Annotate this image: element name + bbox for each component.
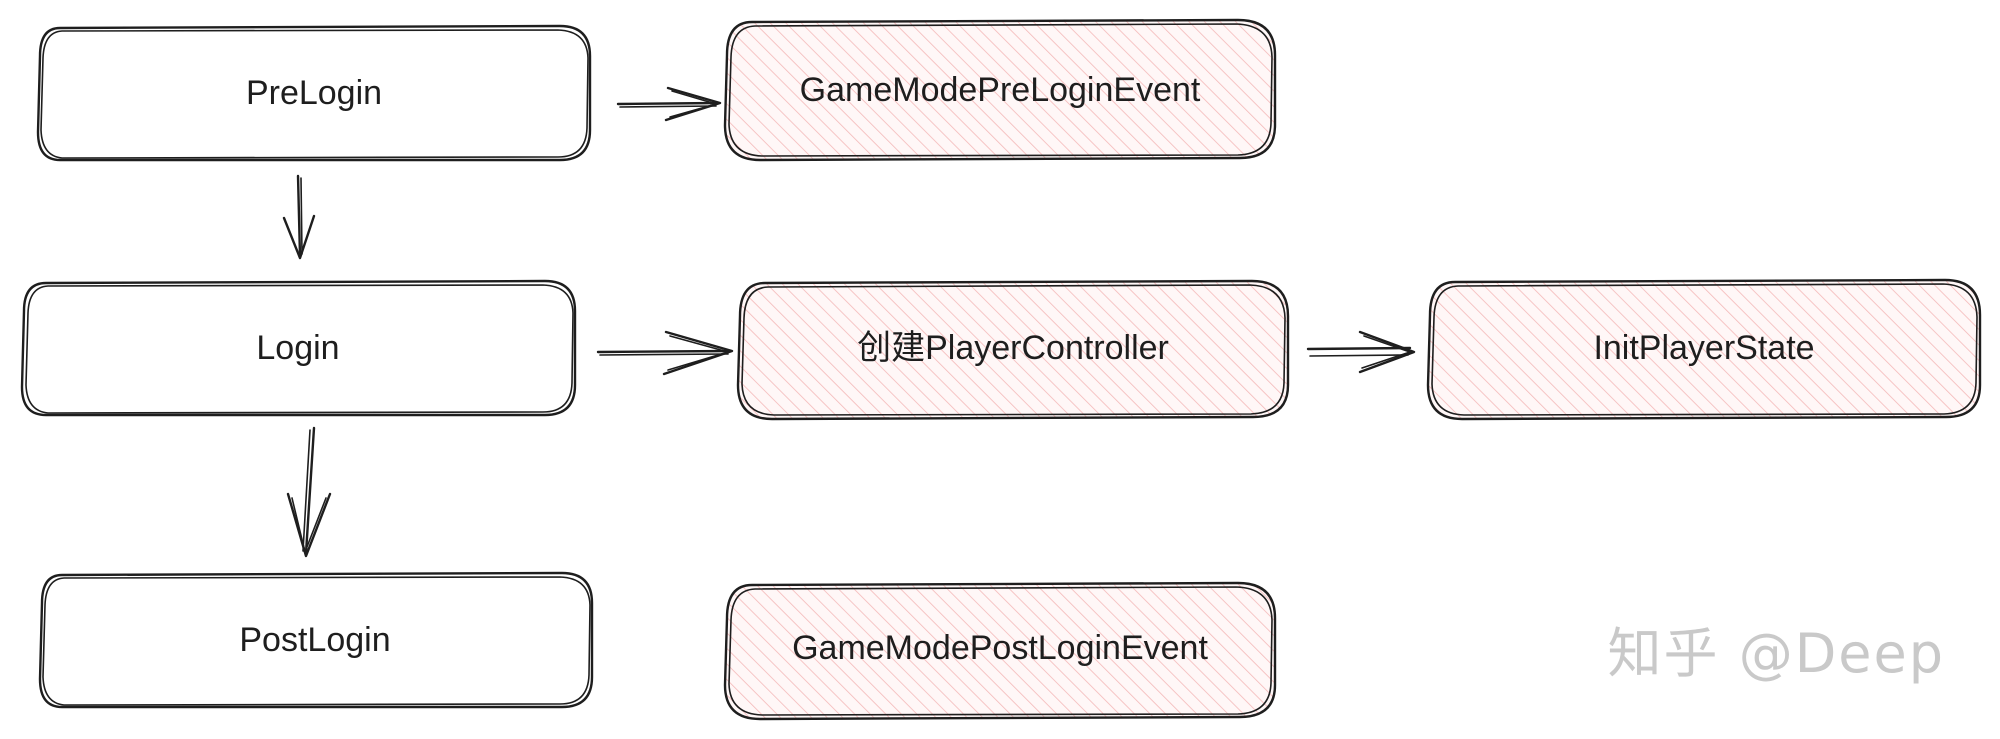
arrow-create-player-controller-to-init-player-state [1306,330,1416,374]
node-create-player-controller-label: 创建PlayerController [857,329,1169,367]
arrow-prelogin-to-login [282,174,316,260]
node-init-player-state-label: InitPlayerState [1593,329,1814,367]
node-postlogin-label: PostLogin [239,621,390,659]
node-prelogin-label: PreLogin [246,74,382,112]
node-create-player-controller[interactable]: 创建PlayerController [736,279,1290,421]
node-gamemode-prelogin-event-label: GameModePreLoginEvent [800,71,1201,109]
node-prelogin[interactable]: PreLogin [36,24,592,162]
node-login[interactable]: Login [20,279,577,417]
node-gamemode-postlogin-event[interactable]: GameModePostLoginEvent [723,581,1277,721]
node-postlogin[interactable]: PostLogin [38,571,594,709]
node-gamemode-postlogin-event-label: GameModePostLoginEvent [792,629,1208,667]
node-login-label: Login [256,329,339,367]
arrow-prelogin-to-gamemode-prelogin-event [616,86,722,122]
node-gamemode-prelogin-event[interactable]: GameModePreLoginEvent [723,18,1277,162]
arrow-login-to-postlogin [286,426,332,558]
node-init-player-state[interactable]: InitPlayerState [1426,278,1982,421]
arrow-login-to-create-player-controller [596,330,734,376]
watermark: 知乎 @Deep [1608,622,1945,685]
